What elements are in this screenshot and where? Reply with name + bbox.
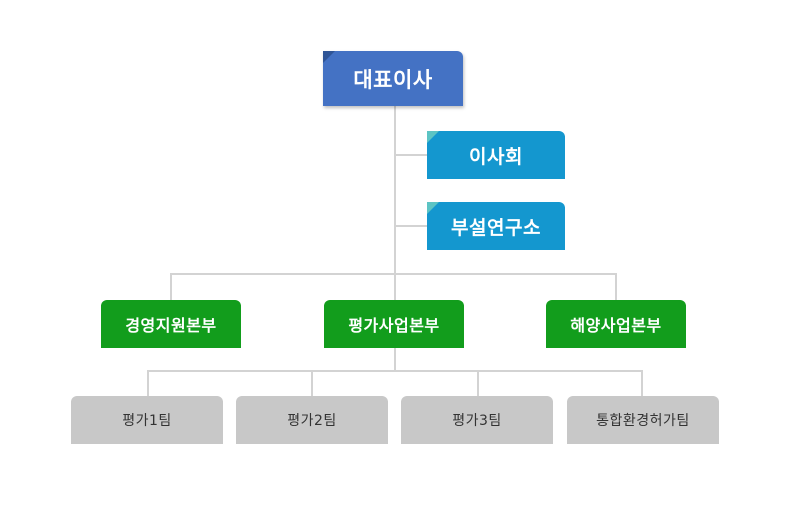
- division-label: 평가사업본부: [348, 316, 440, 335]
- research-lab-box: 부설연구소: [427, 202, 565, 250]
- connector-research-lab: [395, 225, 427, 227]
- connector-team-1: [147, 370, 149, 396]
- ceo-label: 대표이사: [353, 67, 433, 92]
- division-label: 경영지원본부: [125, 316, 217, 335]
- ceo-box: 대표이사: [323, 51, 463, 106]
- board-box: 이사회: [427, 131, 565, 179]
- team-integrated-environment-permit-box: 통합환경허가팀: [567, 396, 719, 444]
- connector-division-bar: [170, 273, 617, 275]
- team-evaluation-3-box: 평가3팀: [401, 396, 553, 444]
- connector-team-2: [311, 370, 313, 396]
- team-label: 평가1팀: [122, 413, 172, 429]
- division-label: 해양사업본부: [570, 316, 662, 335]
- division-marine-business-box: 해양사업본부: [546, 300, 686, 348]
- connector-team-bar: [147, 370, 643, 372]
- team-label: 평가2팀: [287, 413, 337, 429]
- connector-team-3: [477, 370, 479, 396]
- team-evaluation-2-box: 평가2팀: [236, 396, 388, 444]
- team-evaluation-1-box: 평가1팀: [71, 396, 223, 444]
- connector-team-4: [641, 370, 643, 396]
- division-management-support-box: 경영지원본부: [101, 300, 241, 348]
- connector-division-right: [615, 273, 617, 300]
- connector-board: [395, 154, 427, 156]
- connector-division-left: [170, 273, 172, 300]
- division-evaluation-business-box: 평가사업본부: [324, 300, 464, 348]
- board-label: 이사회: [469, 145, 523, 168]
- connector-ceo-trunk: [394, 106, 396, 372]
- research-lab-label: 부설연구소: [451, 216, 541, 239]
- team-label: 평가3팀: [452, 413, 502, 429]
- team-label: 통합환경허가팀: [596, 413, 690, 429]
